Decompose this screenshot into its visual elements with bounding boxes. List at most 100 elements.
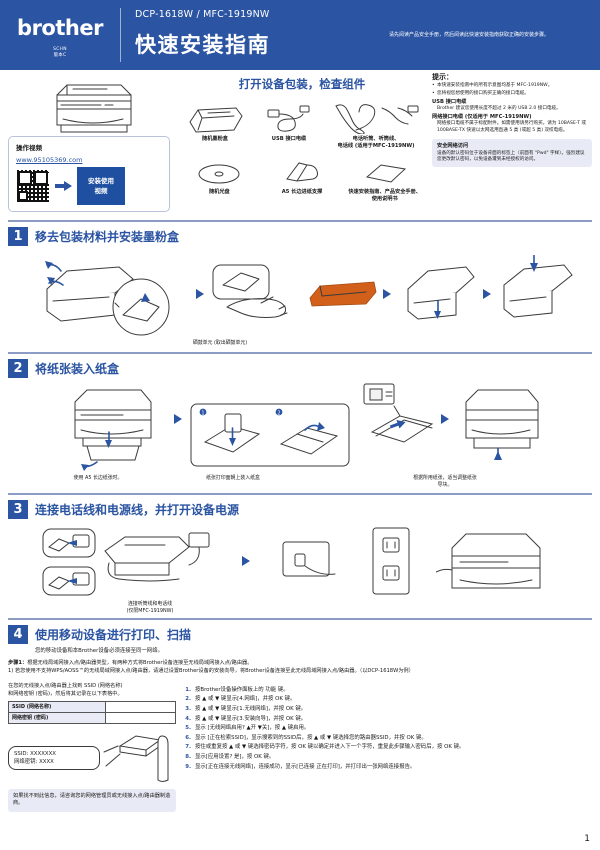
part-toner: 随机墨粉盒 bbox=[178, 98, 252, 150]
step-4-subtitle: 您的移动设备和本Brother设备必须连接至同一网络。 bbox=[35, 648, 163, 655]
wireless-instructions-column: 1. 按Brother设备操作面板上的 功能 键。 2. 按 ▲ 或 ▼ 键显示[4… bbox=[182, 682, 592, 812]
step-3: 3 连接电话线和电源线，并打开设备电源 bbox=[0, 500, 600, 614]
printer-tray-in-art bbox=[465, 389, 538, 461]
ssid-value[interactable] bbox=[104, 700, 177, 713]
part-documents: 快速安装指南、产品安全手册、 使用说明书 bbox=[343, 151, 426, 203]
network-cable-text: 网络接口电缆不属于标配附件。如需使用请另行购买。请为 10BASE-T 或 10… bbox=[437, 121, 586, 133]
step-2-illustrations: 1 2 bbox=[8, 380, 592, 475]
item-text: 按 ▲ 或 ▼ 键显示[3.安装向导]，并按 OK 键。 bbox=[195, 715, 307, 722]
tips-bullet: 本快速安装指南中的所有示意图均基于 MFC-1919NW。 bbox=[432, 83, 592, 90]
parts-row: 随机墨粉盒 USB 接口电缆 bbox=[178, 98, 426, 150]
router-illustration-row: SSID: XXXXXXX 网络密钥: XXXX bbox=[8, 732, 176, 784]
brother-logo: brother bbox=[17, 15, 103, 40]
part-phone-set: 电话听筒、听筒线、 电话线 (适用于MFC-1919NW) bbox=[326, 98, 426, 150]
video-box: 操作视频 www.95105369.com 安装使用 视频 bbox=[8, 136, 170, 212]
video-box-title: 操作视频 bbox=[16, 144, 42, 152]
drum-unit-art bbox=[212, 264, 287, 318]
router-art bbox=[103, 735, 169, 782]
part-label: A5 长边进纸支撑 bbox=[281, 189, 323, 195]
arrow-right-icon bbox=[55, 181, 72, 191]
step-3-number: 3 bbox=[8, 500, 28, 520]
part-label: 随机光盘 bbox=[208, 189, 230, 195]
printer-tray-out-art bbox=[74, 389, 151, 472]
unpack-title: 打开设备包装，检查组件 bbox=[238, 77, 366, 91]
model-numbers: DCP-1618W / MFC-1919NW bbox=[135, 9, 270, 20]
step-1-caption: 硒鼓单元 (取出硒鼓单元) bbox=[192, 340, 248, 346]
usb-cable-icon bbox=[252, 98, 326, 134]
handset-icon bbox=[326, 98, 426, 134]
network-key-value[interactable] bbox=[104, 711, 177, 724]
step-3-illustrations bbox=[8, 521, 592, 601]
parts-grid: 随机墨粉盒 USB 接口电缆 bbox=[178, 98, 426, 203]
list-item: 8.显示[应用设置? 是]，按 OK 键。 bbox=[182, 753, 592, 763]
flow-arrow-icon bbox=[482, 289, 491, 299]
qr-code[interactable] bbox=[16, 169, 50, 203]
tips-heading: 提示： bbox=[432, 73, 453, 81]
find-line-2: 和网络密钥 (密码)，然后将其记录在以下表格中。 bbox=[8, 690, 123, 697]
list-item: 3.按 ▲ 或 ▼ 键显示[1.无线网络]，并按 OK 键。 bbox=[182, 705, 592, 715]
ssid-endnote: 如果找不到此信息，请咨询您的网络管理员或无线接入点/路由器制造商。 bbox=[8, 788, 176, 812]
insert-drum-art bbox=[406, 266, 475, 320]
list-item: 7.按住或重复按 ▲ 或 ▼ 键选择密码字符，按 OK 键以确定并进入下一个字符… bbox=[182, 743, 592, 753]
network-key-key: 网络密钥 (密码) bbox=[8, 711, 106, 724]
item-text: 按Brother设备操作面板上的 功能 键。 bbox=[195, 686, 289, 693]
usb-cable-text: Brother 建议您使用长度不超过 2 米的 USB 2.0 接口电缆。 bbox=[437, 105, 561, 111]
step-2-caption-guides: 根据所用纸张，适当调整纸张 导块。 bbox=[413, 475, 477, 488]
list-item: 9. 显示[正在连接无线网络]，连接成功，显示[已连接 正在打印]，并打印出一张网… bbox=[182, 763, 592, 773]
network-cable-heading: 网络接口电缆 (仅适用于 MFC-1919NW) bbox=[432, 114, 532, 121]
video-row: 安装使用 视频 bbox=[16, 167, 162, 205]
list-item: 2. 按 ▲ 或 ▼ 键显示[4.网络]，并按 OK 键。 bbox=[182, 695, 592, 705]
part-label: 电话听筒、听筒线、 电话线 (适用于MFC-1919NW) bbox=[337, 136, 415, 149]
video-url-link[interactable]: www.95105369.com bbox=[16, 156, 83, 164]
step-4-title: 使用移动设备进行打印、扫描 bbox=[35, 628, 192, 643]
brand-block: brother SCHN 版本C bbox=[0, 0, 120, 70]
item-number: 6. bbox=[185, 734, 191, 741]
ssid-key: SSID (网络名称) bbox=[8, 700, 106, 713]
intro-text-1: 根据无线局域网接入点/路由器类型，有两种方式将Brother设备连接至无线局域网… bbox=[27, 660, 253, 667]
item-text: 显示 [正在检索SSID]，显示搜索到的SSID后，按 ▲ 或 ▼ 键选择您的路… bbox=[195, 734, 427, 741]
flow-arrow-icon bbox=[195, 289, 204, 299]
tips-column: 提示： 本快速安装指南中的所有示意图均基于 MFC-1919NW。 您将视您想使… bbox=[426, 74, 592, 220]
unpack-section: 操作视频 www.95105369.com 安装使用 视频 打开设备包装，检查组… bbox=[0, 70, 600, 220]
item-number: 3. bbox=[185, 706, 191, 713]
item-number: 1. bbox=[185, 686, 191, 693]
item-number: 9. bbox=[185, 763, 191, 770]
item-number: 2. bbox=[185, 696, 191, 703]
list-item: 4.按 ▲ 或 ▼ 键显示[3.安装向导]，并按 OK 键。 bbox=[182, 715, 592, 725]
video-column: 操作视频 www.95105369.com 安装使用 视频 bbox=[8, 74, 170, 220]
page-title: 快速安装指南 bbox=[135, 33, 270, 57]
part-label: USB 接口电缆 bbox=[271, 136, 307, 142]
list-item: 5.显示 [无线网络启用? ▲开 ▼关]，按 ▲ 键启用。 bbox=[182, 724, 592, 734]
step-1-number: 1 bbox=[8, 227, 28, 246]
step-2-header: 2 将纸张装入纸盒 bbox=[8, 359, 592, 379]
ssid-table: SSID (网络名称) 网络密钥 (密码) bbox=[8, 700, 177, 724]
step-3-caption: 连接听筒线和电话线 (仅限MFC-1919NW) bbox=[126, 601, 174, 614]
page-number: 1 bbox=[584, 834, 590, 844]
paper-guides-art: 1 2 bbox=[190, 403, 349, 467]
intro-bold-label: 步骤1： bbox=[8, 660, 28, 667]
secure-network-text: 设备的默认密码位于设备背面的标签上（前面有 "Pwd" 字样）。强烈建议您更改默… bbox=[437, 150, 585, 163]
table-row: SSID (网络名称) bbox=[8, 700, 177, 713]
part-cd: 随机光盘 bbox=[178, 151, 261, 203]
intro-line-1: 步骤1：根据无线局域网接入点/路由器类型，有两种方式将Brother设备连接至无… bbox=[8, 659, 592, 667]
part-label: 随机墨粉盒 bbox=[202, 136, 228, 142]
step-4-number: 4 bbox=[8, 625, 28, 645]
item-text: 显示[应用设置? 是]，按 OK 键。 bbox=[195, 754, 275, 760]
step-divider bbox=[8, 618, 592, 621]
item-text: 显示[正在连接无线网络]，连接成功，显示[已连接 正在打印]，并打印出一张网络连… bbox=[195, 763, 416, 770]
step-1-title: 移去包装材料并安装墨粉盒 bbox=[35, 230, 180, 244]
step-divider bbox=[8, 220, 592, 222]
install-video-button[interactable]: 安装使用 视频 bbox=[77, 167, 125, 205]
item-text: 按 ▲ 或 ▼ 键显示[4.网络]，并按 OK 键。 bbox=[195, 696, 296, 703]
power-outlet-art bbox=[282, 527, 409, 595]
toner-icon bbox=[178, 98, 252, 134]
page-header: brother SCHN 版本C DCP-1618W / MFC-1919NW … bbox=[0, 0, 600, 70]
title-block: DCP-1618W / MFC-1919NW 快速安装指南 bbox=[121, 0, 385, 70]
list-item: 1. 按Brother设备操作面板上的 功能 键。 bbox=[182, 686, 592, 696]
step-2-title: 将纸张装入纸盒 bbox=[35, 362, 120, 377]
step-1-header: 1 移去包装材料并安装墨粉盒 bbox=[8, 227, 592, 246]
part-usb-cable: USB 接口电缆 bbox=[252, 98, 326, 150]
version-code: SCHN 版本C bbox=[53, 46, 67, 58]
printer-power-on-art bbox=[435, 533, 540, 589]
flow-arrow-icon bbox=[440, 414, 449, 425]
